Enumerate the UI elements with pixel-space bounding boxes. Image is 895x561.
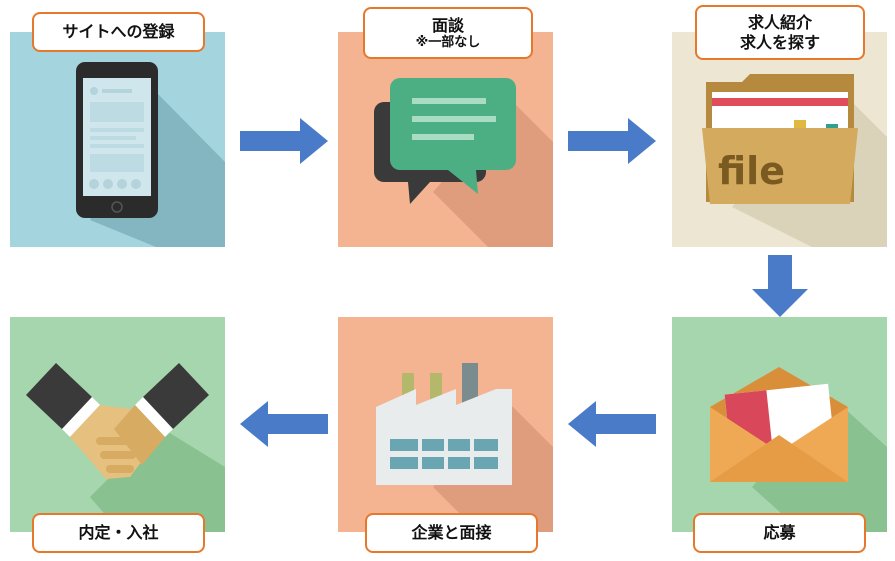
step-job-intro-tile: file xyxy=(672,32,887,247)
step-company-interview-label-text: 企業と面接 xyxy=(411,523,492,543)
arrow-right-icon xyxy=(240,118,328,164)
step-interview-label-text: 面談 xyxy=(431,15,464,35)
arrow-left-icon xyxy=(568,401,656,447)
step-register-label-text: サイトへの登録 xyxy=(62,22,175,42)
file-folder-icon: file xyxy=(702,74,887,247)
step-register-tile xyxy=(10,32,225,247)
step-offer-join-tile xyxy=(10,317,225,532)
step-interview-note: ※一部なし xyxy=(415,34,481,50)
smartphone-icon xyxy=(76,62,225,247)
arrow-left-icon xyxy=(240,401,328,447)
step-job-intro-label-text: 求人紹介 xyxy=(747,13,812,33)
arrow-down-icon xyxy=(752,255,808,317)
file-label-text: file xyxy=(718,149,785,193)
step-offer-join-label-text: 内定・入社 xyxy=(78,523,159,543)
step-offer-join-label: 内定・入社 xyxy=(32,513,205,553)
step-company-interview-label: 企業と面接 xyxy=(365,513,538,553)
step-job-intro-label-line2: 求人を探す xyxy=(739,32,820,52)
step-apply-label-text: 応募 xyxy=(763,523,796,543)
arrow-right-icon xyxy=(568,118,656,164)
step-interview-label: 面談 ※一部なし xyxy=(363,7,533,59)
step-job-intro-label: 求人紹介 求人を探す xyxy=(695,5,865,60)
step-company-interview-tile xyxy=(338,317,553,532)
chat-bubble-icon xyxy=(374,78,553,247)
factory-icon xyxy=(376,363,553,532)
handshake-icon xyxy=(26,363,225,532)
step-apply-tile xyxy=(672,317,887,532)
envelope-icon xyxy=(710,367,887,532)
step-apply-label: 応募 xyxy=(693,513,866,553)
step-register-label: サイトへの登録 xyxy=(32,12,205,52)
step-interview-tile xyxy=(338,32,553,247)
